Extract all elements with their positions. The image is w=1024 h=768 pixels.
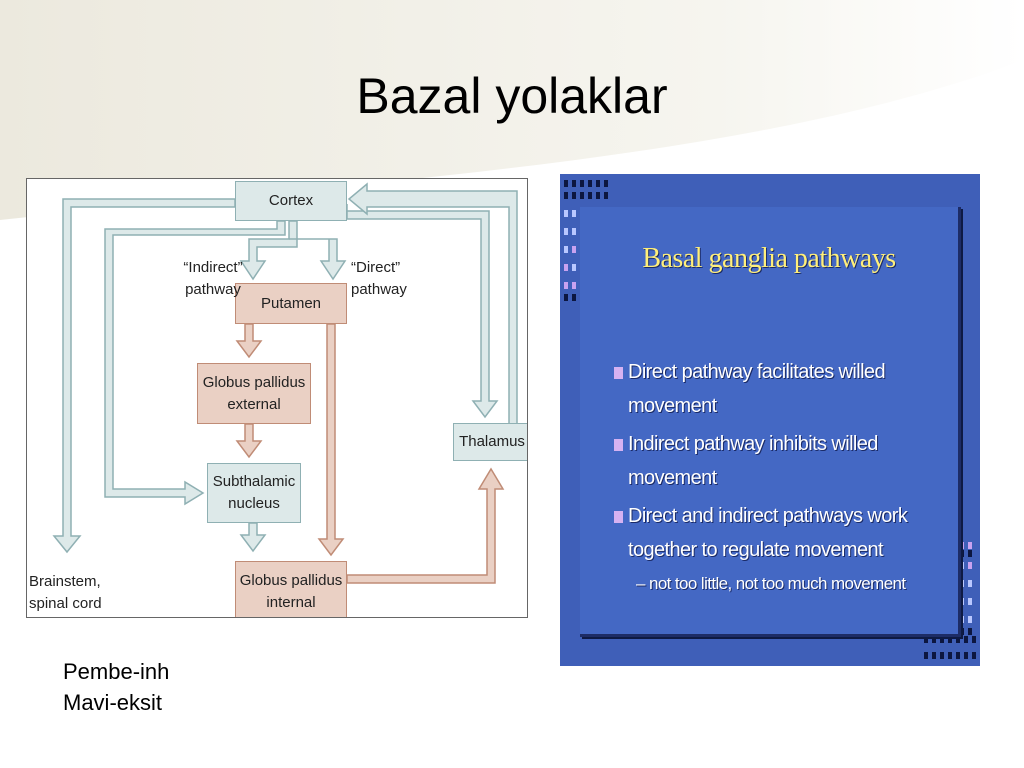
- arrow-thalamus-cortex: [347, 182, 518, 428]
- pathway-arrows: [52, 182, 518, 584]
- legend-excitatory: Mavi-eksit: [63, 690, 163, 715]
- color-legend: Pembe-inh Mavi-eksit: [63, 656, 169, 718]
- inset-slide: Basal ganglia pathways Direct pathway fa…: [560, 174, 980, 666]
- arrow-gpe-subthalamic: [235, 423, 263, 459]
- node-putamen: Putamen: [235, 283, 347, 324]
- inset-content-panel: Basal ganglia pathways Direct pathway fa…: [580, 207, 961, 637]
- inset-title: Basal ganglia pathways: [642, 243, 896, 274]
- node-cortex: Cortex: [235, 181, 347, 221]
- bullet-marker-icon: [614, 439, 623, 451]
- arrow-putamen-gpe: [235, 323, 263, 359]
- legend-inhibitory: Pembe-inh: [63, 659, 170, 684]
- arrow-putamen-gpi: [317, 323, 345, 557]
- arrow-cortex-indirect-branch: [239, 220, 298, 281]
- arrow-subthalamic-gpi: [239, 522, 267, 553]
- arrow-cortex-direct-branch: [289, 238, 347, 281]
- arrow-gpi-thalamus: [346, 467, 505, 584]
- node-thalamus: Thalamus: [453, 423, 527, 461]
- node-globus-pallidus-external: Globus pallidus external: [197, 363, 311, 424]
- inset-bullet-list: Direct pathway facilitates willed moveme…: [614, 355, 954, 597]
- arrow-cortex-brainstem: [52, 198, 236, 554]
- inset-bullet-together: Direct and indirect pathways work togeth…: [614, 499, 954, 567]
- node-subthalamic-nucleus: Subthalamic nucleus: [207, 463, 301, 523]
- background-swoosh: [0, 0, 1024, 220]
- label-direct-pathway: “Direct” pathway: [351, 259, 407, 298]
- slide-title: Bazal yolaklar: [356, 68, 668, 124]
- bullet-marker-icon: [614, 367, 623, 379]
- arrow-cortex-subthalamic: [104, 220, 286, 506]
- inset-sub-bullet: – not too little, not too much movement: [636, 574, 906, 593]
- label-indirect-pathway: “Indirect” pathway: [183, 259, 243, 298]
- label-brainstem-spinal-cord: Brainstem, spinal cord: [29, 573, 102, 612]
- node-globus-pallidus-internal: Globus pallidus internal: [235, 561, 347, 617]
- basal-ganglia-diagram: Cortex Putamen Globus pallidus external …: [26, 178, 528, 618]
- bullet-marker-icon: [614, 511, 623, 523]
- arrow-cortex-thalamus: [346, 204, 499, 419]
- inset-bullet-indirect: Indirect pathway inhibits willed movemen…: [614, 427, 954, 495]
- inset-bullet-direct: Direct pathway facilitates willed moveme…: [614, 355, 954, 423]
